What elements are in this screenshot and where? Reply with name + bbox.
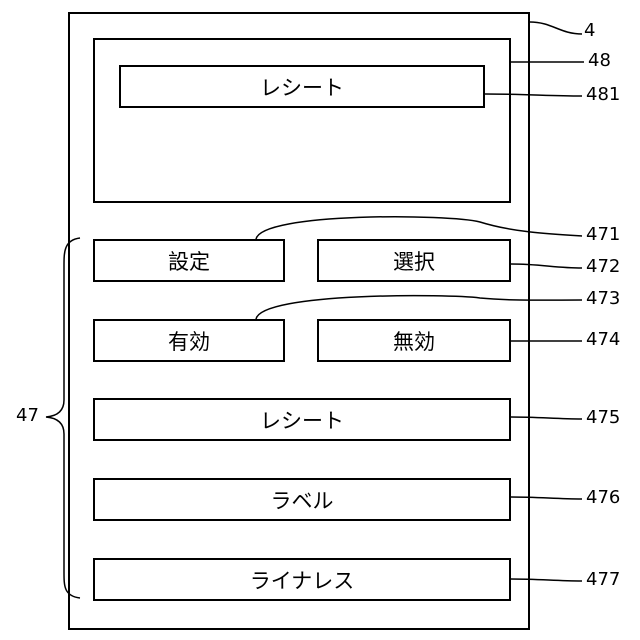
ref-select: 472 — [586, 258, 620, 276]
label-button-label: ラベル — [271, 485, 334, 515]
settings-button[interactable]: 設定 — [93, 239, 285, 282]
ref-receipt-field: 481 — [586, 86, 620, 104]
ref-linerless: 477 — [586, 571, 620, 589]
linerless-button-label: ライナレス — [250, 565, 355, 595]
label-button[interactable]: ラベル — [93, 478, 511, 521]
ref-device: 4 — [584, 22, 595, 40]
enable-button-label: 有効 — [168, 326, 210, 356]
ref-receipt: 475 — [586, 409, 620, 427]
receipt-display-text: レシート — [260, 72, 344, 102]
ref-disable: 474 — [586, 331, 620, 349]
ref-display-area: 48 — [588, 52, 611, 70]
disable-button[interactable]: 無効 — [317, 319, 511, 362]
settings-button-label: 設定 — [168, 246, 210, 276]
disable-button-label: 無効 — [393, 326, 435, 356]
ref-button-group: 47 — [16, 407, 39, 425]
select-button-label: 選択 — [393, 246, 435, 276]
linerless-button[interactable]: ライナレス — [93, 558, 511, 601]
leader-device — [530, 22, 582, 34]
ref-enable: 473 — [586, 290, 620, 308]
enable-button[interactable]: 有効 — [93, 319, 285, 362]
ref-settings: 471 — [586, 226, 620, 244]
receipt-button[interactable]: レシート — [93, 398, 511, 441]
receipt-display-field: レシート — [119, 65, 485, 108]
select-button[interactable]: 選択 — [317, 239, 511, 282]
display-area — [93, 38, 511, 203]
ref-label: 476 — [586, 489, 620, 507]
receipt-button-label: レシート — [260, 405, 344, 435]
